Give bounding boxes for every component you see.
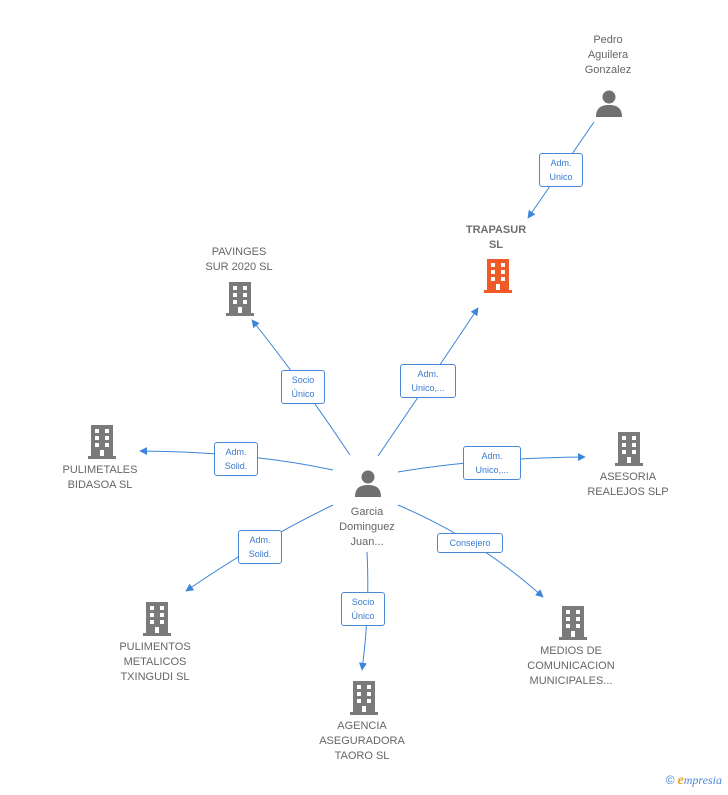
node-label-pedro[interactable]: Pedro Aguilera Gonzalez <box>584 34 632 76</box>
edge-label-garcia-pavinges[interactable]: Socio Único <box>281 370 325 404</box>
node-label-medios[interactable]: MEDIOS DE COMUNICACION MUNICIPALES... <box>527 645 615 687</box>
person-icon[interactable] <box>353 468 383 498</box>
empresia-watermark: ©empresia <box>666 773 722 789</box>
building-icon[interactable] <box>482 257 514 293</box>
brand-name: mpresia <box>683 773 722 787</box>
node-label-trapasur[interactable]: TRAPASUR SL <box>465 224 527 251</box>
brand-initial: e <box>677 773 684 788</box>
edge-label-garcia-agencia[interactable]: Socio Único <box>341 592 385 626</box>
node-label-garcia[interactable]: Garcia Dominguez Juan... <box>339 506 395 548</box>
building-icon[interactable] <box>141 600 173 636</box>
edge-label-garcia-pulimentos[interactable]: Adm. Solid. <box>238 530 282 564</box>
edge-label-garcia-medios[interactable]: Consejero <box>437 533 503 553</box>
building-icon[interactable] <box>86 423 118 459</box>
copyright-symbol: © <box>665 773 675 787</box>
node-label-pulimentos[interactable]: PULIMENTOS METALICOS TXINGUDI SL <box>119 641 191 683</box>
edge-label-pedro-trapasur[interactable]: Adm. Unico <box>539 153 583 187</box>
node-label-asesoria[interactable]: ASESORIA REALEJOS SLP <box>587 471 669 498</box>
edge-label-garcia-asesoria[interactable]: Adm. Unico,... <box>463 446 521 480</box>
building-icon[interactable] <box>348 679 380 715</box>
building-icon[interactable] <box>557 604 589 640</box>
node-label-agencia[interactable]: AGENCIA ASEGURADORA TAORO SL <box>319 720 405 762</box>
building-icon[interactable] <box>224 280 256 316</box>
edge-label-garcia-pulimetales[interactable]: Adm. Solid. <box>214 442 258 476</box>
node-label-pavinges[interactable]: PAVINGES SUR 2020 SL <box>205 246 273 273</box>
person-icon[interactable] <box>594 88 624 118</box>
building-icon[interactable] <box>613 430 645 466</box>
node-label-pulimetales[interactable]: PULIMETALES BIDASOA SL <box>62 464 138 491</box>
edge-label-garcia-trapasur[interactable]: Adm. Unico,... <box>400 364 456 398</box>
